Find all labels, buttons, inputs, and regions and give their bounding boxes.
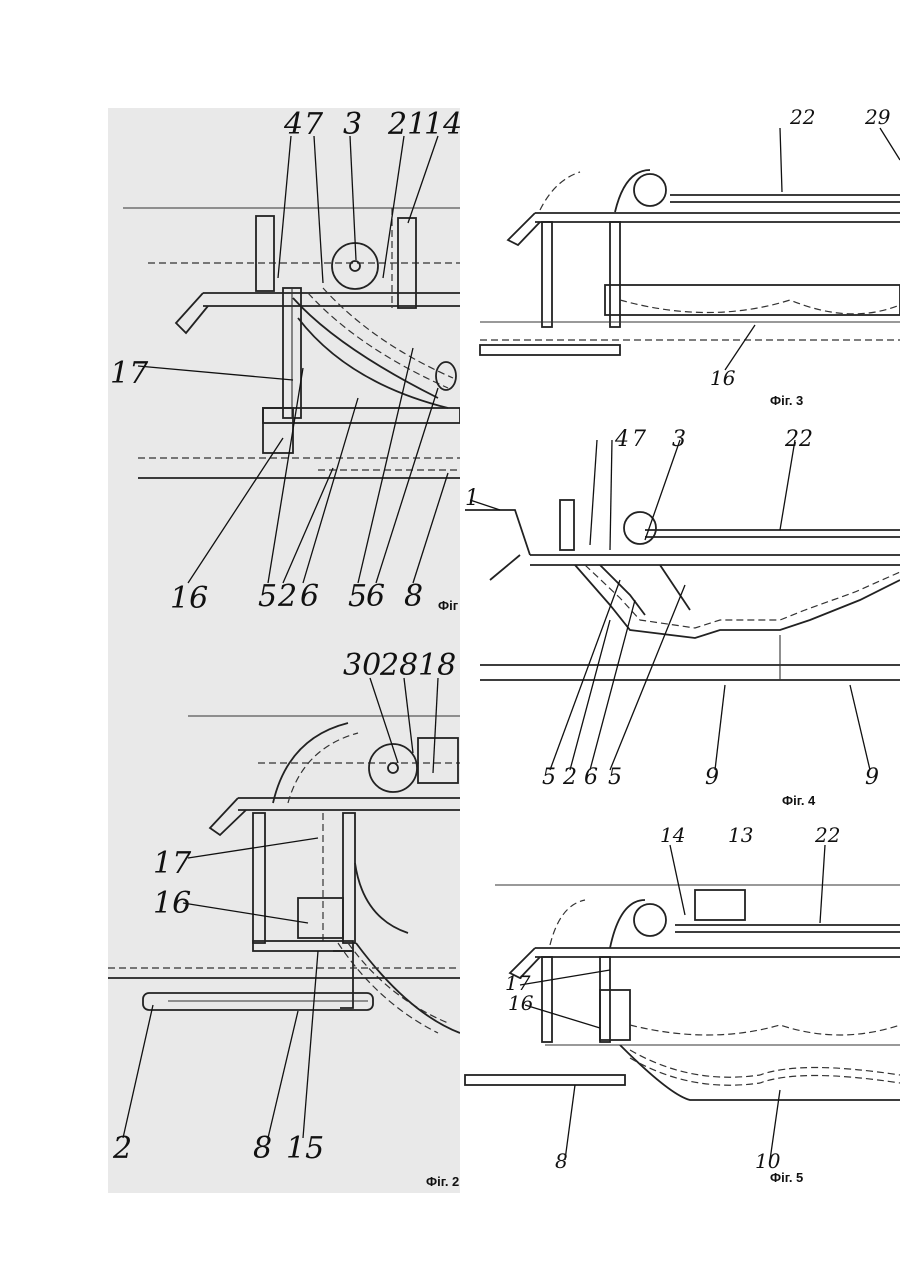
fig5-label-13: 13 bbox=[728, 823, 753, 847]
figure-2-panel: 30 28 18 17 16 2 8 15 Фіг. 2 bbox=[108, 613, 460, 1193]
fig5-label-8: 8 bbox=[555, 1149, 568, 1173]
figures-3-5-drawing: 22 29 16 Фіг. 3 bbox=[460, 100, 900, 1193]
label-6b: 6 bbox=[366, 579, 385, 613]
figure-1-caption: Фіг bbox=[438, 598, 459, 613]
label-5a: 5 bbox=[258, 579, 277, 613]
figures-3-5-panel: 22 29 16 Фіг. 3 bbox=[460, 100, 900, 1193]
fig4-label-9a: 9 bbox=[705, 765, 719, 790]
fig3-label-29: 29 bbox=[864, 105, 891, 129]
label-15: 15 bbox=[286, 1131, 324, 1166]
label-16: 16 bbox=[153, 886, 191, 921]
fig4-label-22: 22 bbox=[784, 427, 813, 452]
figure-2-drawing: 30 28 18 17 16 2 8 15 Фіг. 2 bbox=[108, 613, 460, 1193]
label-17: 17 bbox=[153, 846, 192, 881]
label-18: 18 bbox=[418, 648, 456, 683]
label-8: 8 bbox=[253, 1131, 272, 1166]
figure-1-drawing: 4 7 3 21 14 17 16 5 2 6 5 6 8 Фіг bbox=[108, 108, 460, 613]
figure-4-caption: Фіг. 4 bbox=[782, 793, 816, 808]
fig5-label-16: 16 bbox=[508, 991, 534, 1015]
label-14: 14 bbox=[424, 108, 460, 142]
fig5-label-22: 22 bbox=[814, 823, 840, 847]
fig3-label-16: 16 bbox=[710, 366, 736, 390]
figure-3-drawing: 22 29 16 Фіг. 3 bbox=[480, 105, 900, 408]
figure-5-caption: Фіг. 5 bbox=[770, 1170, 803, 1185]
label-3: 3 bbox=[343, 108, 362, 142]
fig4-label-3: 3 bbox=[672, 427, 686, 452]
fig4-label-5b: 5 bbox=[608, 765, 622, 790]
label-17: 17 bbox=[110, 356, 149, 391]
figure-4-drawing: 4 7 3 22 1 5 2 6 5 9 9 Фіг. 4 bbox=[465, 427, 900, 808]
fig4-label-6: 6 bbox=[584, 765, 598, 790]
label-2: 2 bbox=[277, 579, 297, 613]
fig4-label-4: 4 bbox=[614, 427, 629, 452]
label-21: 21 bbox=[387, 108, 426, 142]
fig3-label-22: 22 bbox=[789, 105, 815, 129]
figure-3-caption: Фіг. 3 bbox=[770, 393, 803, 408]
label-8: 8 bbox=[404, 579, 423, 613]
label-2: 2 bbox=[112, 1131, 132, 1166]
label-16: 16 bbox=[170, 581, 208, 613]
label-7: 7 bbox=[304, 108, 324, 142]
label-28: 28 bbox=[379, 648, 418, 683]
fig4-label-2: 2 bbox=[562, 765, 577, 790]
fig5-label-14: 14 bbox=[660, 823, 685, 847]
label-4: 4 bbox=[283, 108, 303, 142]
label-5b: 5 bbox=[348, 579, 367, 613]
fig4-label-7: 7 bbox=[632, 427, 646, 452]
figure-1-panel: 4 7 3 21 14 17 16 5 2 6 5 6 8 Фіг bbox=[108, 108, 460, 613]
fig4-label-5a: 5 bbox=[542, 765, 556, 790]
label-6a: 6 bbox=[300, 579, 319, 613]
fig4-label-1: 1 bbox=[465, 486, 479, 511]
fig4-label-9b: 9 bbox=[865, 765, 879, 790]
figure-5-drawing: 14 13 22 17 16 8 10 Фіг. 5 bbox=[465, 823, 900, 1185]
figure-2-caption: Фіг. 2 bbox=[426, 1174, 459, 1189]
label-30: 30 bbox=[343, 648, 381, 683]
